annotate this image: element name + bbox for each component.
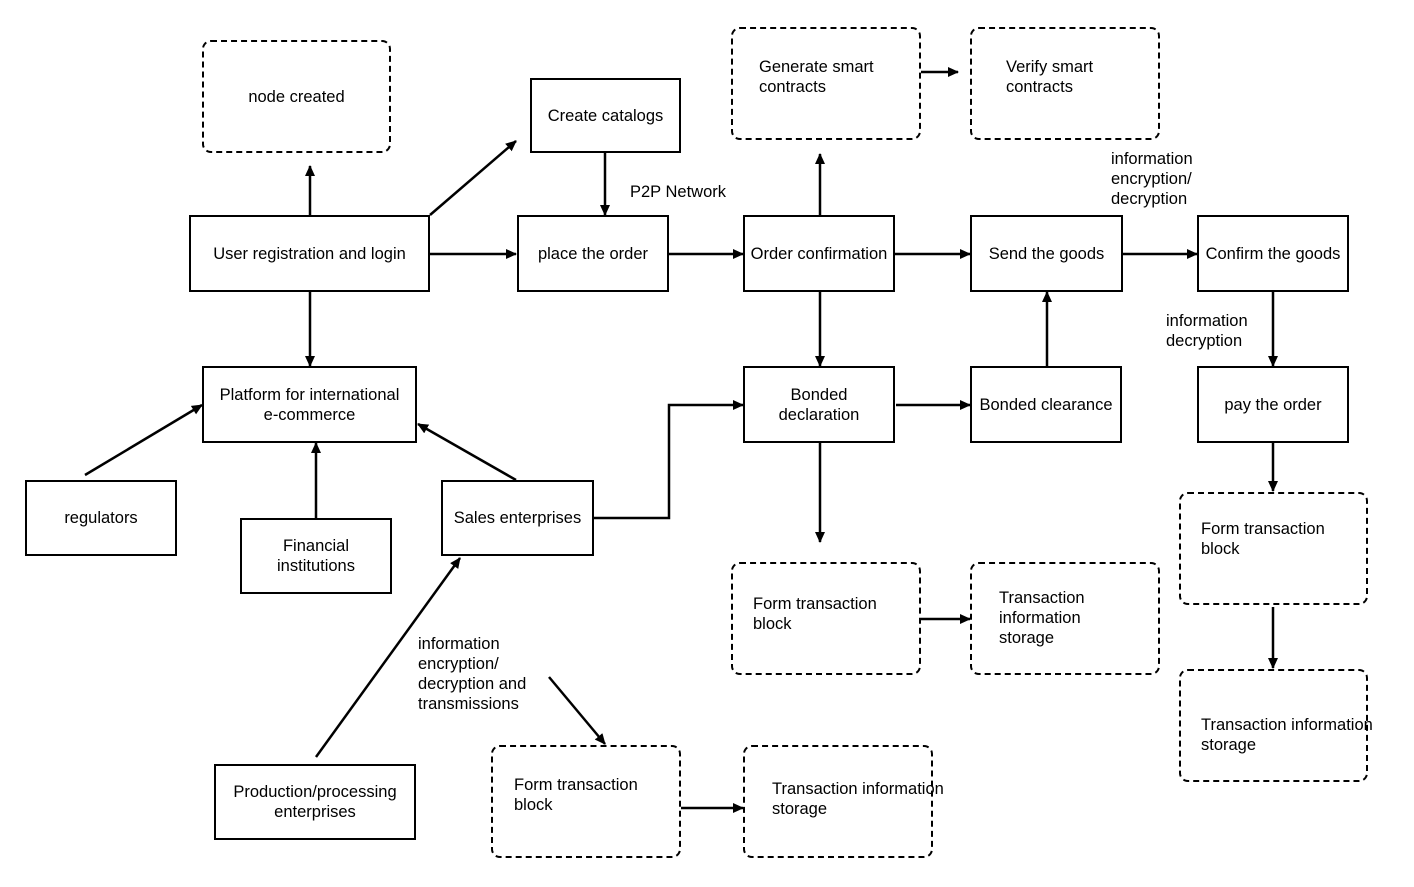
verify-smart-contracts-box: Verify smart contracts [970,27,1160,140]
storage-bottom-box: Transaction information storage [743,745,944,858]
info-encryption-decryption-label: information encryption/ decryption [1111,150,1193,208]
place-order-text: place the order [537,244,649,263]
form-block-mid-text: Form transaction block [753,594,877,633]
storage-right-box: Transaction information storage [1179,669,1373,782]
production-enterprises-text: Production/processing enterprises [233,783,397,821]
production-enterprises-box: Production/processing enterprises [214,764,416,840]
edge-encryption-to-form-block [548,676,606,745]
form-block-right-text: Form transaction block [1201,519,1325,558]
storage-bottom-text: Transaction information storage [772,779,944,818]
confirm-goods-box: Confirm the goods [1197,215,1349,292]
confirm-goods-text: Confirm the goods [1205,244,1341,263]
send-goods-text: Send the goods [988,244,1105,263]
create-catalogs-text: Create catalogs [547,106,664,125]
edge-sales-to-platform [417,422,517,482]
platform-box: Platform for international e-commerce [202,366,417,443]
create-catalogs-box: Create catalogs [530,78,681,153]
send-goods-box: Send the goods [970,215,1123,292]
order-confirmation-box: Order confirmation [743,215,895,292]
edge-regulators-to-platform [84,403,203,477]
storage-mid-text: Transaction information storage [999,588,1085,647]
node-created-box: node created [202,40,391,153]
generate-smart-contracts-text: Generate smart contracts [759,57,874,96]
form-block-bottom-text: Form transaction block [514,775,638,814]
info-encryption-transmissions-label: information encryption/ decryption and t… [418,635,527,713]
form-block-mid-box: Form transaction block [731,562,921,675]
edge-sales-to-bonded-declaration [594,400,744,520]
place-order-box: place the order [517,215,669,292]
financial-institutions-text: Financial institutions [277,537,355,575]
node-created-text: node created [248,87,345,106]
storage-mid-box: Transaction information storage [970,562,1160,675]
user-registration-box: User registration and login [189,215,430,292]
regulators-text: regulators [64,509,138,527]
sales-enterprises-text: Sales enterprises [453,509,582,527]
storage-right-text: Transaction information storage [1201,715,1373,754]
info-decryption-label: information decryption [1166,312,1248,350]
edge-production-to-sales [314,557,462,758]
bonded-declaration-text: Bonded declaration [778,385,860,424]
generate-smart-contracts-box: Generate smart contracts [731,27,921,140]
form-block-bottom-box: Form transaction block [491,745,681,858]
edge-user-to-create-catalogs [429,140,517,216]
verify-smart-contracts-text: Verify smart contracts [1006,57,1094,96]
financial-institutions-box: Financial institutions [240,518,392,594]
user-registration-text: User registration and login [213,244,406,263]
sales-enterprises-box: Sales enterprises [441,480,594,556]
pay-order-text: pay the order [1224,395,1322,414]
form-block-right-box: Form transaction block [1179,492,1368,605]
bonded-clearance-text: Bonded clearance [979,395,1113,414]
bonded-declaration-box: Bonded declaration [743,366,895,443]
order-confirmation-text: Order confirmation [750,244,888,263]
bonded-clearance-box: Bonded clearance [970,366,1122,443]
pay-order-box: pay the order [1197,366,1349,443]
p2p-network-label: P2P Network [630,183,726,201]
regulators-box: regulators [25,480,177,556]
platform-text: Platform for international e-commerce [219,385,400,424]
